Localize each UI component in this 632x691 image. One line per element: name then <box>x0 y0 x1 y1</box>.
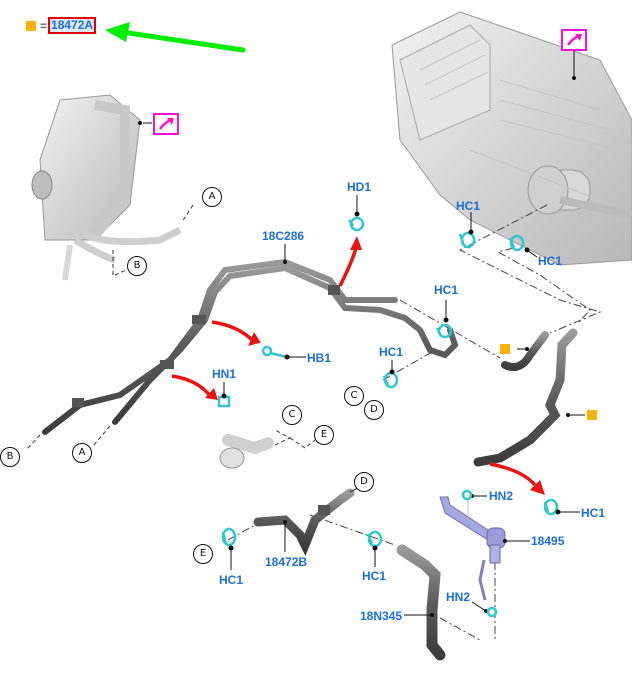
label-hn2-bottom[interactable]: HN2 <box>446 590 471 604</box>
label-hc1-bottom-left[interactable]: HC1 <box>219 573 244 587</box>
legend-equals: = <box>40 18 48 33</box>
connector-ref-b: B <box>127 256 147 276</box>
label-18n345[interactable]: 18N345 <box>360 609 403 623</box>
label-hb1[interactable]: HB1 <box>307 351 332 365</box>
hose-18472b <box>253 487 359 556</box>
connector-ref-d: D <box>354 472 374 492</box>
orange-marker-swatch <box>26 20 36 31</box>
external-link-heater[interactable] <box>153 113 179 135</box>
label-hn1[interactable]: HN1 <box>212 367 237 381</box>
clip-hc1-mid <box>435 323 453 339</box>
external-link-icon <box>566 34 582 46</box>
external-link-icon <box>158 118 174 130</box>
clip-hc1-right <box>543 498 559 516</box>
connector-ref-c: C <box>282 405 302 425</box>
arrow-to-hd1 <box>338 247 358 287</box>
hose-18n345 <box>396 544 446 661</box>
connector-ref-d: D <box>364 400 384 420</box>
connector-ref-b: B <box>0 447 20 467</box>
label-hc1-mid[interactable]: HC1 <box>434 283 459 297</box>
arrow-to-hb1 <box>211 320 254 342</box>
connector-ref-e: E <box>193 544 213 564</box>
coolant-outlet-illustration <box>219 429 316 469</box>
hose-18c286 <box>25 244 459 451</box>
heater-assembly-illustration <box>31 94 194 281</box>
orange-marker <box>587 410 597 420</box>
connector-ref-c: C <box>344 386 364 406</box>
clip-hc1-mid-left <box>382 371 399 389</box>
nut-hn2-top <box>461 489 473 501</box>
label-hn2-top[interactable]: HN2 <box>489 489 514 503</box>
arrow-to-hc1-right <box>489 462 537 487</box>
external-link-hvac[interactable] <box>561 29 587 51</box>
clip-hc1-top-right <box>508 234 525 252</box>
label-18495[interactable]: 18495 <box>531 534 565 548</box>
nut-hn2-bottom <box>486 606 498 618</box>
legend-part-code[interactable]: 18472A <box>48 17 97 34</box>
clip-hc1-bottom-mid <box>366 530 383 548</box>
label-18c286[interactable]: 18C286 <box>262 229 305 243</box>
legend: = 18472A <box>26 17 97 34</box>
clip-hc1-top-left <box>458 231 476 249</box>
arrow-to-hn1 <box>171 374 212 398</box>
label-hc1-right[interactable]: HC1 <box>581 506 606 520</box>
green-pointer-arrow <box>105 22 246 53</box>
leader-lines <box>221 195 580 570</box>
label-18472b[interactable]: 18472B <box>265 555 308 569</box>
connector-ref-e: E <box>314 425 334 445</box>
connector-ref-a: A <box>72 443 92 463</box>
label-hc1-mid-left[interactable]: HC1 <box>379 345 404 359</box>
orange-marker <box>500 344 510 354</box>
connector-ref-a: A <box>202 187 222 207</box>
clip-hd1 <box>347 216 365 232</box>
hvac-module-illustration <box>391 11 632 266</box>
hose-18472a <box>473 328 585 467</box>
clip-hc1-bottom-left <box>221 527 237 547</box>
label-hc1-bottom-mid[interactable]: HC1 <box>362 569 387 583</box>
red-direction-arrows <box>171 236 545 495</box>
label-hd1[interactable]: HD1 <box>347 180 372 194</box>
label-hc1-top-right[interactable]: HC1 <box>538 254 563 268</box>
bolt-hb1 <box>261 345 288 359</box>
label-hc1-top-left[interactable]: HC1 <box>456 199 481 213</box>
